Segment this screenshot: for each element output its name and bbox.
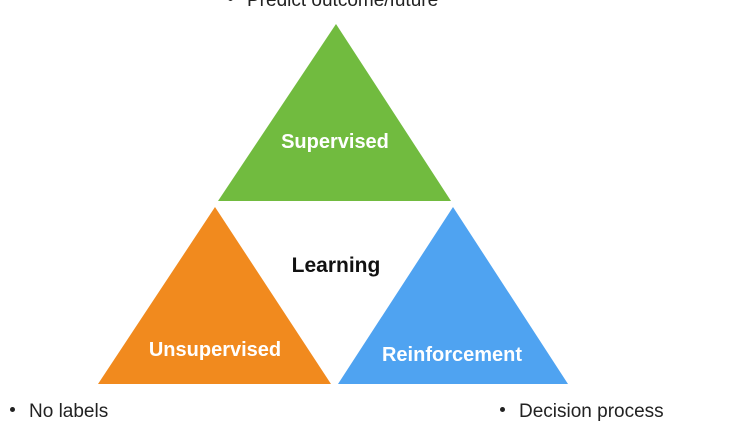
reinforcement-bullet: Decision process: [500, 402, 664, 421]
supervised-label: Supervised: [281, 131, 389, 153]
bullet-dot-icon: [10, 407, 15, 413]
learning-label: Learning: [292, 254, 381, 277]
supervised-bullet-text: Predict outcome/future: [247, 0, 439, 11]
supervised-triangle: [218, 24, 451, 201]
unsupervised-bullet: No labels: [10, 402, 108, 421]
bullet-dot-icon: [228, 0, 233, 2]
supervised-bullet: Predict outcome/future: [228, 0, 438, 10]
unsupervised-label: Unsupervised: [149, 339, 281, 361]
unsupervised-triangle: [98, 207, 331, 384]
unsupervised-bullet-text: No labels: [29, 401, 109, 422]
reinforcement-bullet-text: Decision process: [519, 401, 664, 422]
reinforcement-triangle: [338, 207, 568, 384]
reinforcement-label: Reinforcement: [382, 344, 522, 366]
bullet-dot-icon: [500, 407, 505, 413]
